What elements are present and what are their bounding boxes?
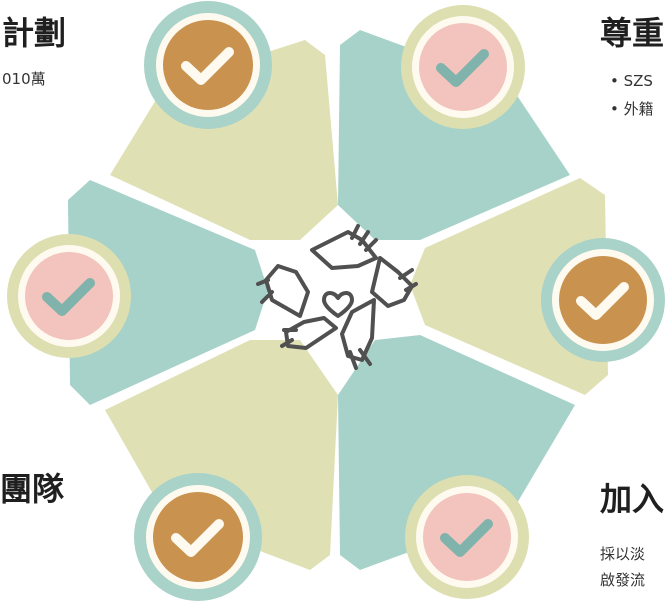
checkmark-icon	[171, 519, 224, 557]
badge-right	[541, 238, 665, 362]
badge-bottom-left	[134, 473, 262, 601]
checkmark-icon	[42, 278, 95, 316]
top-right-title: 尊重	[600, 14, 665, 52]
hands-heart-icon	[256, 224, 418, 370]
petal-top-right	[338, 30, 570, 240]
bottom-right-line-2: 啟發流	[600, 571, 646, 589]
top-left-subtitle: 010萬	[2, 70, 46, 88]
badge-left	[7, 234, 131, 358]
petal-bottom-right	[338, 335, 575, 570]
top-right-bullet-2: • 外籍	[610, 100, 654, 118]
checkmark-icon	[440, 519, 493, 557]
badge-bottom-right	[405, 475, 529, 599]
checkmark-icon	[436, 49, 489, 87]
bottom-left-title: 團隊	[0, 470, 65, 508]
checkmark-icon	[576, 282, 629, 320]
checkmark-icon	[181, 47, 234, 85]
top-right-bullet-1: • SZS	[610, 72, 653, 90]
bottom-right-title: 加入	[600, 480, 665, 518]
petal-left	[68, 180, 268, 405]
badge-top-right	[401, 5, 525, 129]
petal-bottom-left	[105, 340, 338, 570]
top-left-title: 計劃	[2, 14, 67, 52]
badge-top-left	[144, 1, 272, 129]
bottom-right-line-1: 採以淡	[600, 545, 646, 563]
